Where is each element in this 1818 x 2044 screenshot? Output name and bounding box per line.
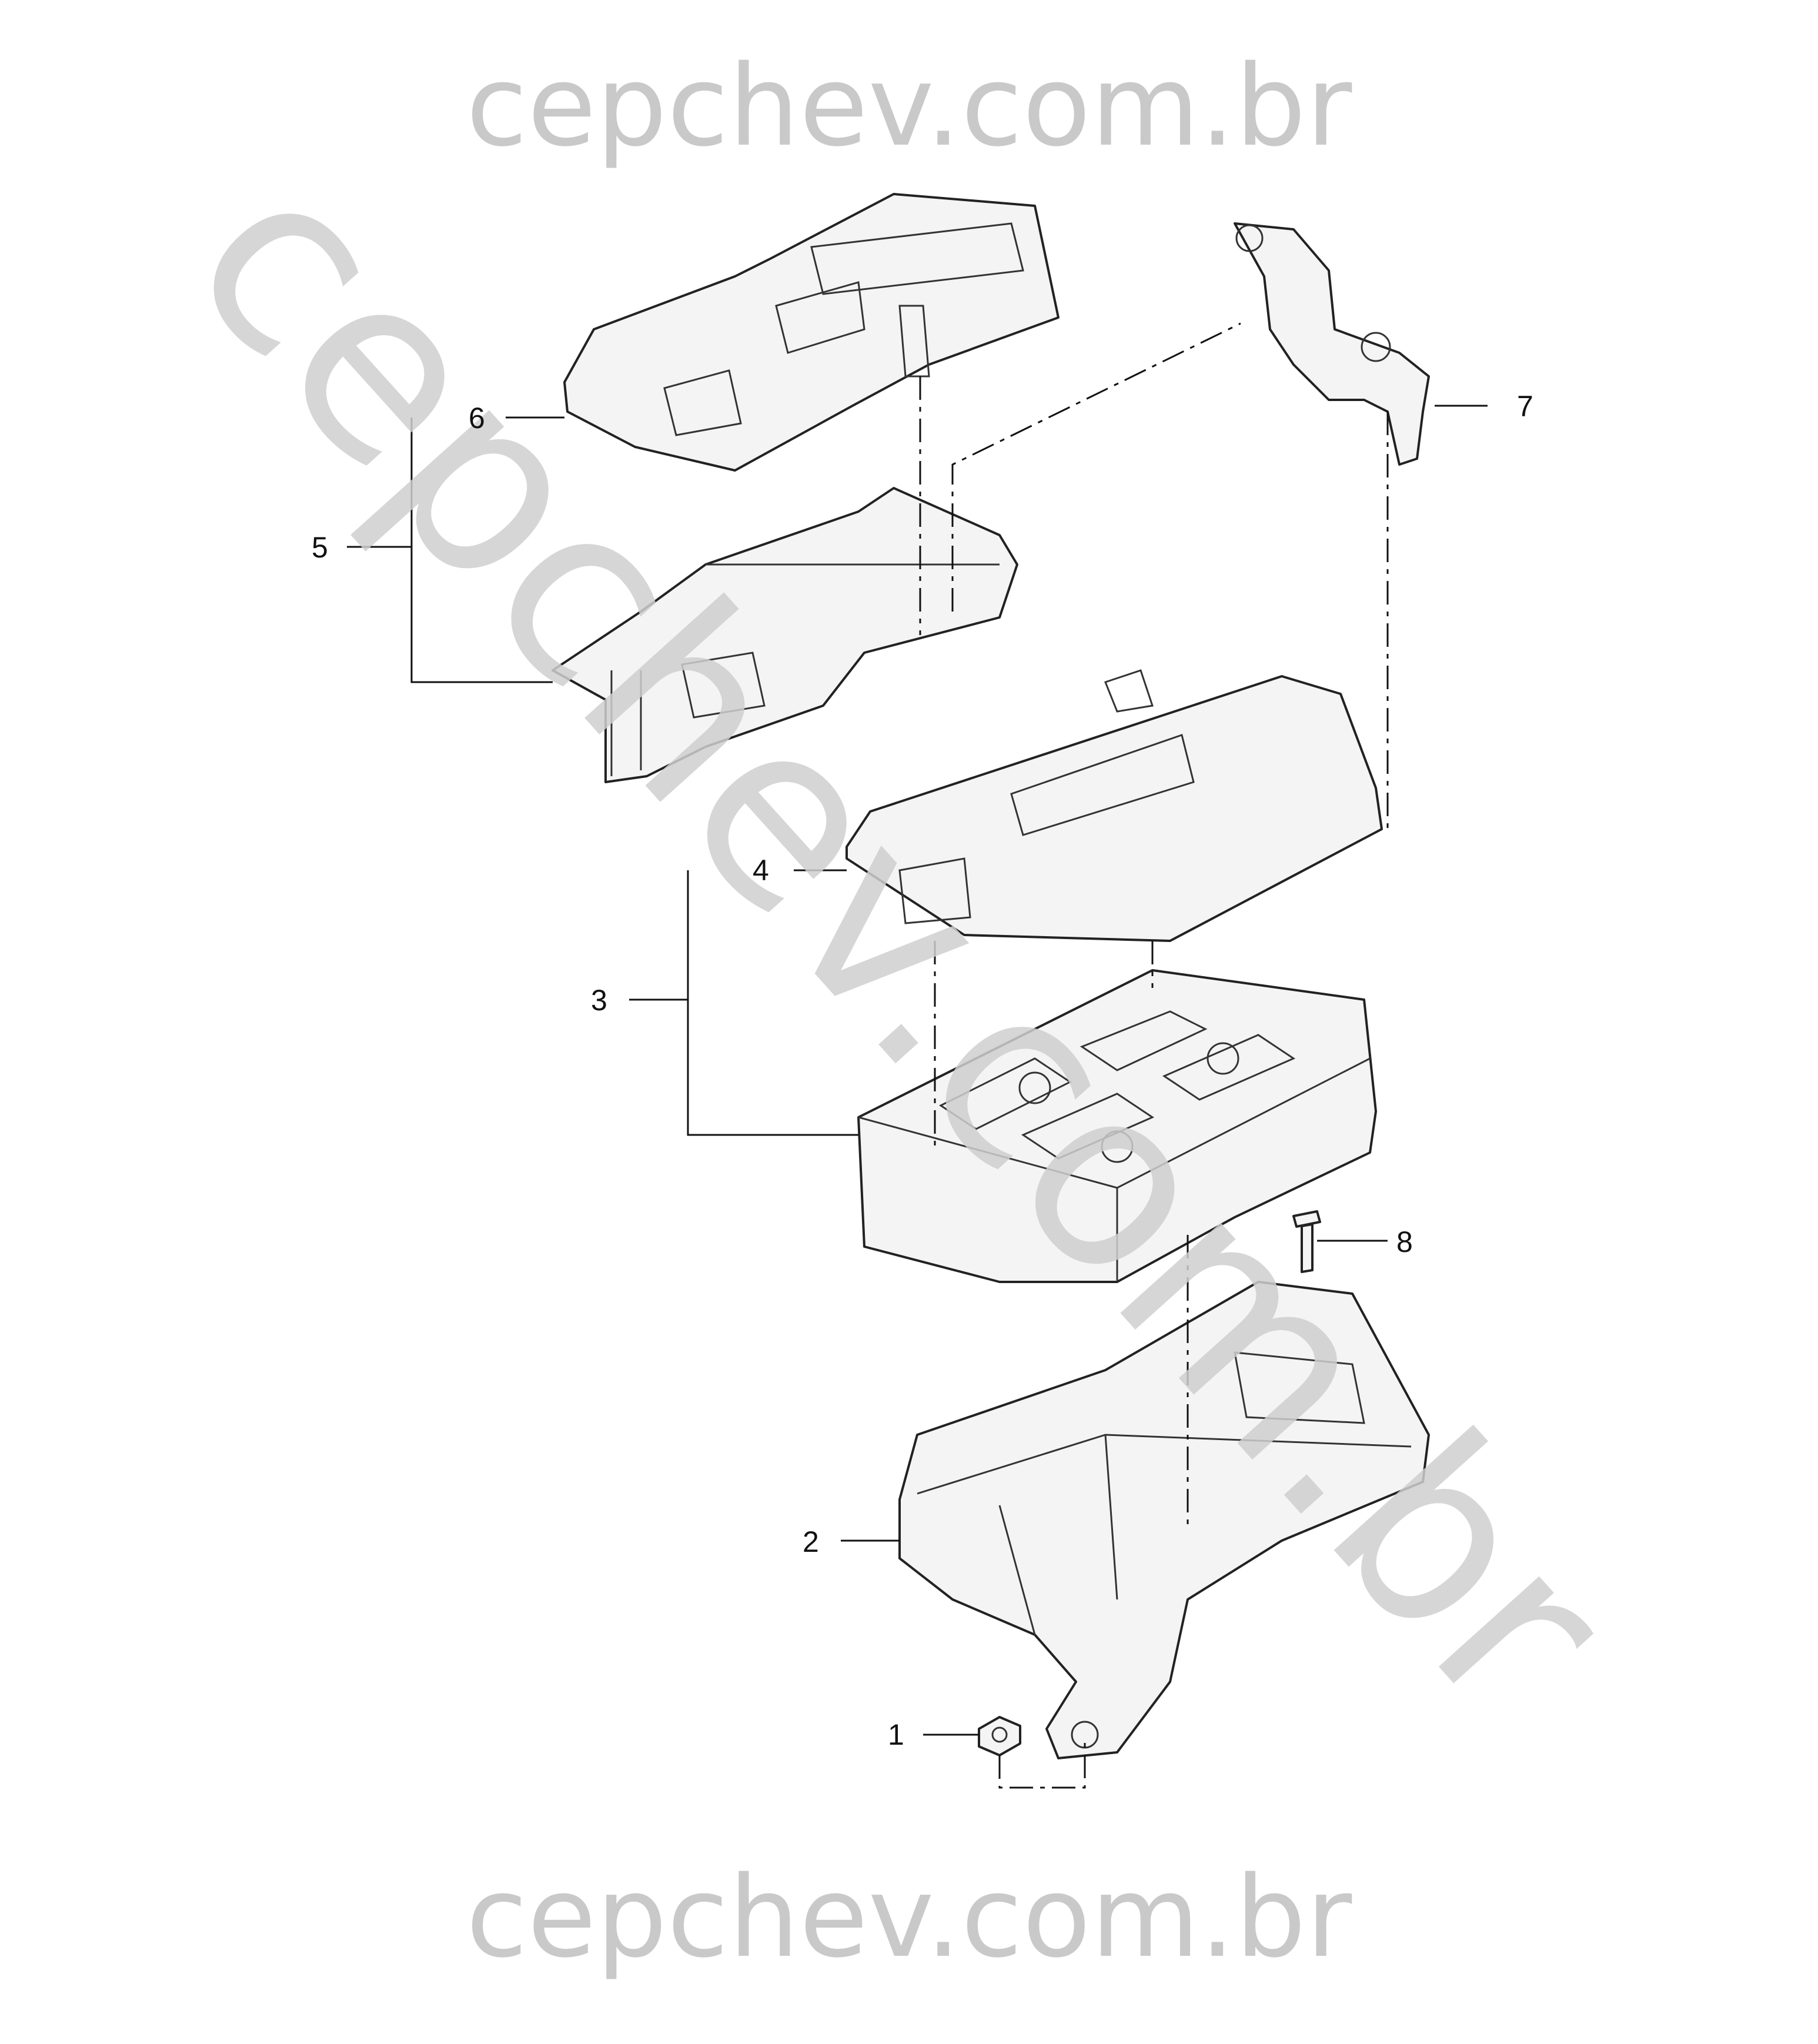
- part-5-terminal-housing: [552, 487, 1018, 783]
- callout-8: 8: [1396, 1225, 1413, 1258]
- part-4-fuse-box-cover: [845, 669, 1383, 942]
- callout-6: 6: [469, 402, 485, 435]
- part-3-fuse-box-body: [857, 969, 1377, 1283]
- callout-4: 4: [753, 854, 769, 887]
- callout-3: 3: [591, 984, 607, 1017]
- watermark-bottom: cepchev.com.br: [466, 1852, 1352, 1982]
- callout-5: 5: [312, 531, 328, 564]
- assembly-lines: [919, 322, 1389, 1789]
- part-1-nut: [978, 1716, 1021, 1756]
- callout-1: 1: [888, 1718, 904, 1751]
- callout-7: 7: [1517, 390, 1533, 423]
- part-8-screw: [1292, 1210, 1321, 1273]
- watermark-top: cepchev.com.br: [466, 41, 1352, 171]
- part-7-cable-bracket: [1234, 222, 1430, 466]
- part-6-top-cover: [563, 193, 1060, 472]
- leader-lines: [347, 405, 1488, 1736]
- callout-2: 2: [803, 1525, 819, 1558]
